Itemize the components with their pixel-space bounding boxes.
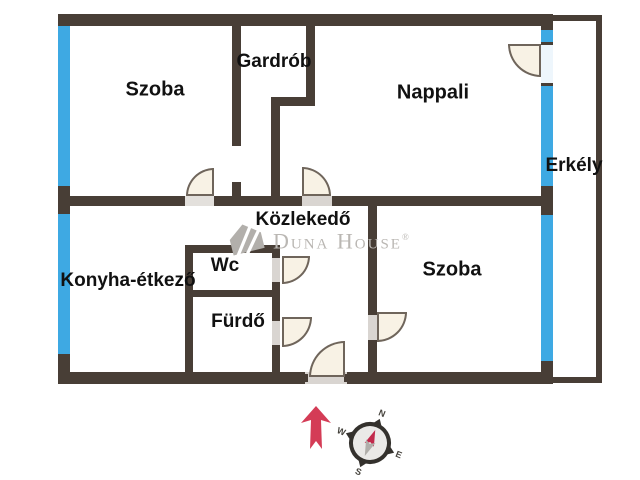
wall-outer-right-c <box>541 361 553 384</box>
label-wc: Wc <box>210 255 240 276</box>
label-gardrob: Gardrób <box>236 51 312 72</box>
wall-gardrob-left <box>232 26 241 146</box>
tick-szoba2-door-bottom <box>368 340 377 343</box>
window-konyha-left <box>58 214 70 354</box>
threshold-nappali-door <box>302 196 332 206</box>
tick-entrance-right <box>344 374 347 382</box>
wall-balcony-right <box>596 15 602 383</box>
tick-wc-door-bottom <box>272 282 280 285</box>
tick-szoba2-door-top <box>368 312 377 315</box>
compass-label-s: S <box>354 466 363 478</box>
label-erkely: Erkély <box>545 155 603 176</box>
wall-outer-bottom-right <box>347 372 552 384</box>
threshold-szoba-door <box>185 196 214 206</box>
wall-wc-right-c <box>272 348 280 372</box>
door-arc-balcony <box>508 44 541 77</box>
wall-wc-furdo-divider <box>193 290 280 297</box>
wall-szoba2-left-b <box>368 343 377 372</box>
wall-wc-right-b <box>272 285 280 318</box>
tick-furdo-door-top <box>272 318 280 321</box>
label-furdo: Fürdő <box>211 311 265 332</box>
tick-balcony-door-bottom <box>541 83 553 86</box>
wall-hall-top-b <box>214 196 302 206</box>
wall-outer-left-b <box>58 186 70 214</box>
wall-outer-right-b <box>541 186 553 215</box>
threshold-balcony-door <box>541 42 553 86</box>
wall-hall-top-a <box>70 196 185 206</box>
wall-gardrob-right <box>306 26 315 106</box>
label-szoba-top: Szoba <box>125 78 185 101</box>
wall-wc-right-a <box>272 245 280 255</box>
threshold-wc-door <box>272 255 280 285</box>
wall-outer-left-a <box>58 14 70 26</box>
wall-outer-bottom-left <box>58 372 305 384</box>
wall-gardrob-mid-vert <box>271 97 280 196</box>
wall-szoba2-left-a <box>368 206 377 312</box>
window-szoba-top-left <box>58 26 70 186</box>
compass-label-n: N <box>377 407 387 419</box>
wall-balcony-top <box>552 15 602 21</box>
wall-gardrob-left-stub <box>232 182 241 196</box>
door-arc-szoba-top <box>186 168 214 196</box>
wall-hall-top-c <box>332 196 541 206</box>
tick-entrance-left <box>305 374 308 382</box>
wall-wc-top <box>185 245 280 253</box>
compass-label-e: E <box>394 449 403 461</box>
watermark-registered-mark: ® <box>401 232 409 242</box>
compass-rose-icon: N E S W <box>335 407 403 478</box>
threshold-furdo-door <box>272 318 280 348</box>
door-arc-entrance <box>309 341 345 377</box>
window-szoba-bottom-right <box>541 215 553 361</box>
door-arc-furdo <box>282 317 312 347</box>
label-szoba-bottom: Szoba <box>422 258 482 281</box>
compass-label-w: W <box>335 425 347 438</box>
tick-balcony-door-top <box>541 42 553 45</box>
north-arrow-icon <box>301 406 331 449</box>
compass-needle-south <box>364 439 376 456</box>
tick-furdo-door-bottom <box>272 345 280 348</box>
tick-wc-door-top <box>272 255 280 258</box>
wall-outer-right-a <box>541 14 553 30</box>
wall-outer-left-c <box>58 354 70 384</box>
wall-wc-block-left <box>185 245 193 372</box>
wall-outer-top <box>58 14 552 26</box>
door-arc-wc <box>282 256 310 284</box>
label-kozlekedo: Közlekedő <box>255 209 351 230</box>
wall-gardrob-bottom <box>271 97 315 106</box>
threshold-szoba2-door <box>368 312 377 343</box>
watermark-brand: Duna House <box>273 228 402 254</box>
label-nappali: Nappali <box>396 81 470 104</box>
door-arc-nappali <box>302 167 331 196</box>
wall-balcony-bottom <box>552 377 602 383</box>
door-arc-szoba2 <box>377 312 407 342</box>
label-konyha: Konyha-étkező <box>60 270 196 291</box>
